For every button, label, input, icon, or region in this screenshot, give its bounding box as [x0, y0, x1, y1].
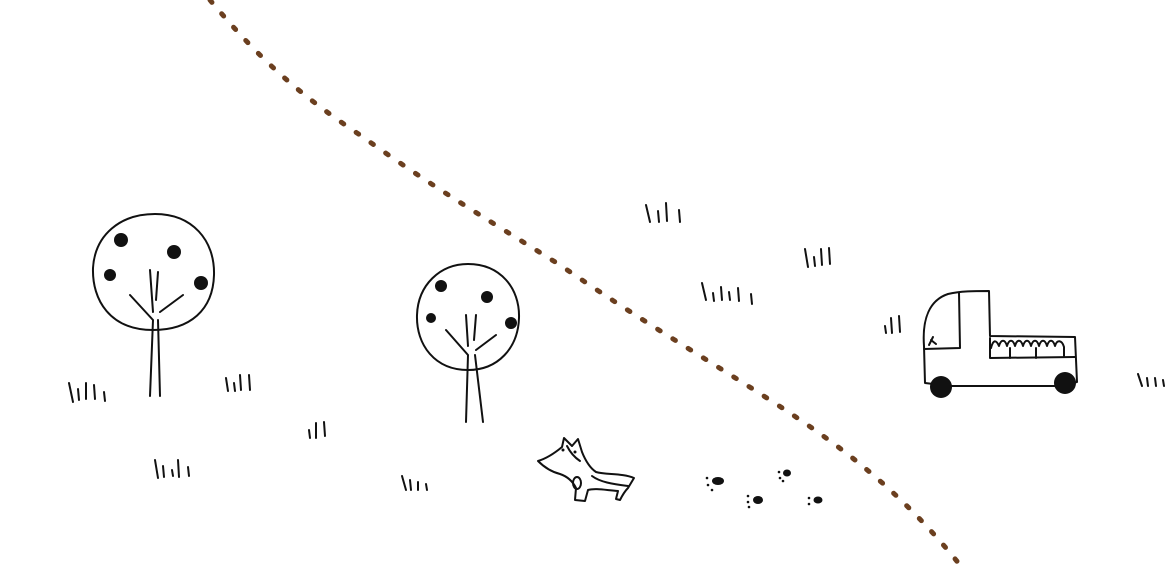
truck-icon — [922, 290, 1078, 398]
dog-icon — [537, 437, 635, 502]
grass-icon — [68, 202, 1165, 491]
paw-prints-icon — [705, 469, 823, 509]
dotted-path-icon — [207, 0, 963, 568]
tree-icon — [91, 213, 216, 397]
tree-icon — [415, 263, 521, 423]
